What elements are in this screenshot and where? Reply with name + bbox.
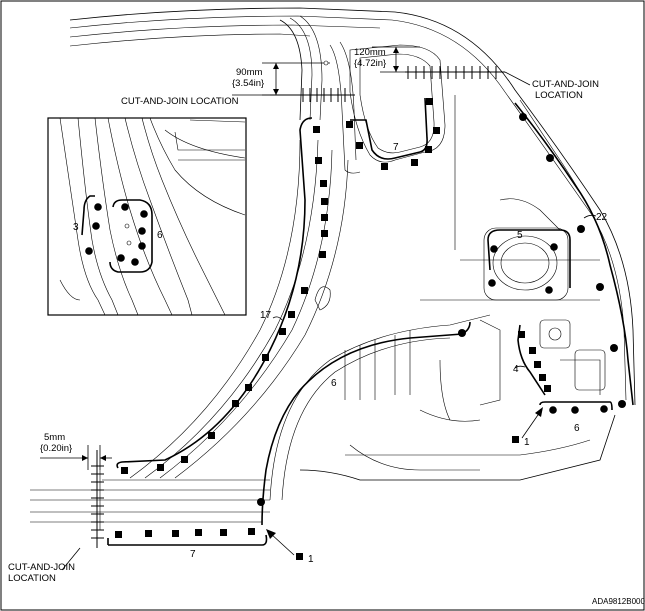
plug-weld-square-icon [220,529,227,536]
spot-weld-dot-icon [458,329,466,337]
callout-5: 5 [517,230,523,241]
plug-weld-square-icon [512,436,519,443]
callout-3-inset: 3 [73,222,79,233]
dim-5mm-inch-label: {0.20in} [40,443,72,454]
plug-weld-square-icon [301,287,308,294]
callout-6-arch: 6 [331,378,337,389]
cut-join-label-bottom-line1: CUT-AND-JOIN [8,562,75,573]
callout-22: 22 [596,212,608,223]
plug-weld-square-icon [529,347,536,354]
plug-weld-square-icon [321,198,328,205]
spot-weld-dot-icon [610,344,618,352]
plug-weld-square-icon [115,531,122,538]
callout-1-bottom: 1 [308,554,314,565]
plug-weld-square-icon [145,530,152,537]
text-labels: CUT-AND-JOIN LOCATION CUT-AND-JOIN LOCAT… [8,47,645,606]
spot-weld-dot-icon [577,225,585,233]
spot-weld-dot-icon [257,498,265,506]
plug-weld-square-icon [539,374,546,381]
plug-weld-square-icon [315,157,322,164]
spot-weld-dot-icon [138,242,146,250]
dimension-90mm [262,60,330,96]
spot-weld-dot-icon [571,406,579,414]
plug-weld-square-icon [232,400,239,407]
dimension-120mm [372,46,420,73]
spot-weld-dot-icon [546,154,554,162]
spot-weld-dot-icon [92,222,100,230]
cut-join-label-bottom-line2: LOCATION [8,573,56,584]
spot-weld-dot-icon [545,286,553,294]
plug-weld-square-icon [411,159,418,166]
plug-weld-square-icon [279,328,286,335]
plug-weld-square-icon [245,384,252,391]
spot-weld-dots [257,113,626,506]
plug-weld-square-icon [381,163,388,170]
weld-region-outlines [107,97,634,546]
plug-weld-square-icon [319,251,326,258]
spot-weld-dot-icon [488,279,496,287]
spot-weld-dot-icon [519,113,527,121]
spot-weld-dot-icon [131,258,139,266]
plug-weld-square-icon [534,361,541,368]
callout-17: 17 [260,310,272,321]
spot-weld-dot-icon [490,245,498,253]
cut-join-hatch-bottom [91,450,104,548]
spot-weld-dot-icon [85,247,93,255]
spot-weld-dot-icon [600,405,608,413]
plug-weld-square-icon [313,126,320,133]
callout-7-bottom: 7 [190,549,196,560]
spot-weld-dot-icon [140,210,148,218]
dim-5mm-label: 5mm [44,432,65,443]
plug-weld-square-icon [296,553,303,560]
dim-120mm-label: 120mm [354,47,386,58]
plug-weld-square-icon [356,142,363,149]
callout-7-top: 7 [393,142,399,153]
plug-weld-square-icon [157,464,164,471]
dimension-5mm [40,445,112,470]
plug-weld-square-icon [425,146,432,153]
plug-weld-square-icon [321,214,328,221]
spot-weld-dot-icon [596,283,604,291]
plug-weld-square-icon [121,467,128,474]
plug-weld-square-icon [518,331,525,338]
spot-weld-dot-icon [121,203,129,211]
plug-weld-square-icon [208,432,215,439]
callout-1-right: 1 [524,437,530,448]
plug-weld-square-icon [172,530,179,537]
cut-join-label-mid: CUT-AND-JOIN LOCATION [121,96,239,107]
plug-weld-square-icon [433,127,440,134]
spot-weld-dot-icon [549,406,557,414]
leader-lines [61,71,597,571]
callout-4: 4 [513,364,519,375]
cut-join-hatch-top-right [405,66,505,79]
spot-weld-dot-icon [117,254,125,262]
plug-weld-square-icon [262,354,269,361]
plug-weld-square-icon [288,311,295,318]
dim-120mm-inch-label: {4.72in} [354,58,386,69]
plug-weld-square-icon [181,456,188,463]
plug-weld-square-icon [321,230,328,237]
plug-weld-squares [115,98,551,560]
cut-join-label-top-right-line1: CUT-AND-JOIN [532,79,599,90]
panel-outline [30,7,636,530]
spot-weld-dot-icon [94,203,102,211]
callout-6-inset: 6 [157,230,163,241]
plug-weld-square-icon [426,98,433,105]
plug-weld-square-icon [544,385,551,392]
plug-weld-square-icon [248,528,255,535]
spot-weld-dot-icon [550,243,558,251]
plug-weld-square-icon [320,180,327,187]
dim-90mm-label: 90mm [236,67,262,78]
spot-weld-dot-icon [138,227,146,235]
plug-weld-square-icon [195,529,202,536]
callout-6-bottom: 6 [574,423,580,434]
inset-detail [47,117,247,316]
cut-join-label-top-right-line2: LOCATION [535,90,583,101]
figure-code: ADA9812B000 [592,597,645,606]
dim-90mm-inch-label: {3.54in} [232,78,264,89]
spot-weld-dot-icon [618,400,626,408]
plug-weld-square-icon [346,121,353,128]
